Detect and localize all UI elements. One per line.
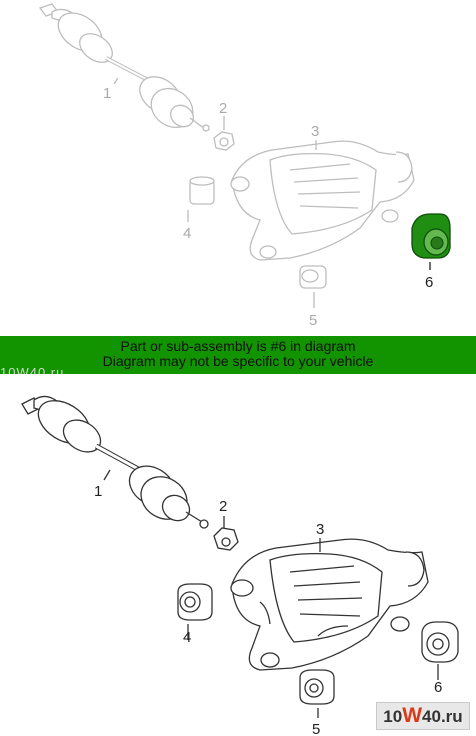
notice-banner: Part or sub-assembly is #6 in diagram Di…	[0, 336, 476, 374]
bushing-part-6-highlighted	[411, 213, 451, 270]
banner-line-1: Part or sub-assembly is #6 in diagram	[120, 338, 356, 354]
callout-1: 1	[103, 85, 111, 102]
bushing-part-5	[299, 669, 335, 705]
callout-6: 6	[434, 679, 442, 696]
axle-shaft-part	[21, 395, 209, 529]
site-logo: 10W40.ru	[376, 702, 470, 730]
callout-1: 1	[94, 483, 102, 500]
differential-part	[230, 538, 429, 671]
bushing-part-5	[299, 265, 327, 289]
callout-6: 6	[425, 274, 433, 291]
logo-w: W	[402, 704, 423, 727]
top-diagram: 1 2 3 4 5 6	[0, 0, 476, 336]
logo-prefix: 10	[383, 707, 403, 726]
watermark-text: 10W40.ru	[0, 365, 65, 374]
logo-suffix: 40.ru	[422, 707, 463, 726]
axle-shaft-part	[38, 3, 210, 132]
watermark-strip: 10W40.ru	[0, 365, 476, 374]
differential-part	[230, 140, 415, 261]
bottom-diagram-svg: 1 2 3 4 5 6	[21, 395, 459, 736]
callout-4: 4	[183, 225, 191, 242]
callout-3: 3	[316, 521, 324, 538]
callout-2: 2	[219, 498, 227, 515]
bushing-part-6	[421, 621, 459, 663]
nut-part	[213, 131, 235, 151]
callout-2: 2	[219, 100, 227, 117]
bushing-part-4	[177, 583, 213, 621]
callout-3: 3	[311, 123, 319, 140]
callout-5: 5	[312, 721, 320, 736]
top-diagram-svg: 1 2 3 4 5 6	[38, 3, 451, 329]
nut-part	[213, 527, 239, 551]
callout-4: 4	[183, 629, 191, 646]
bushing-part-4	[189, 176, 215, 205]
callout-5: 5	[309, 312, 317, 329]
bottom-diagram: 1 2 3 4 5 6	[0, 374, 476, 736]
banner-line-2: Diagram may not be specific to your vehi…	[102, 353, 374, 369]
